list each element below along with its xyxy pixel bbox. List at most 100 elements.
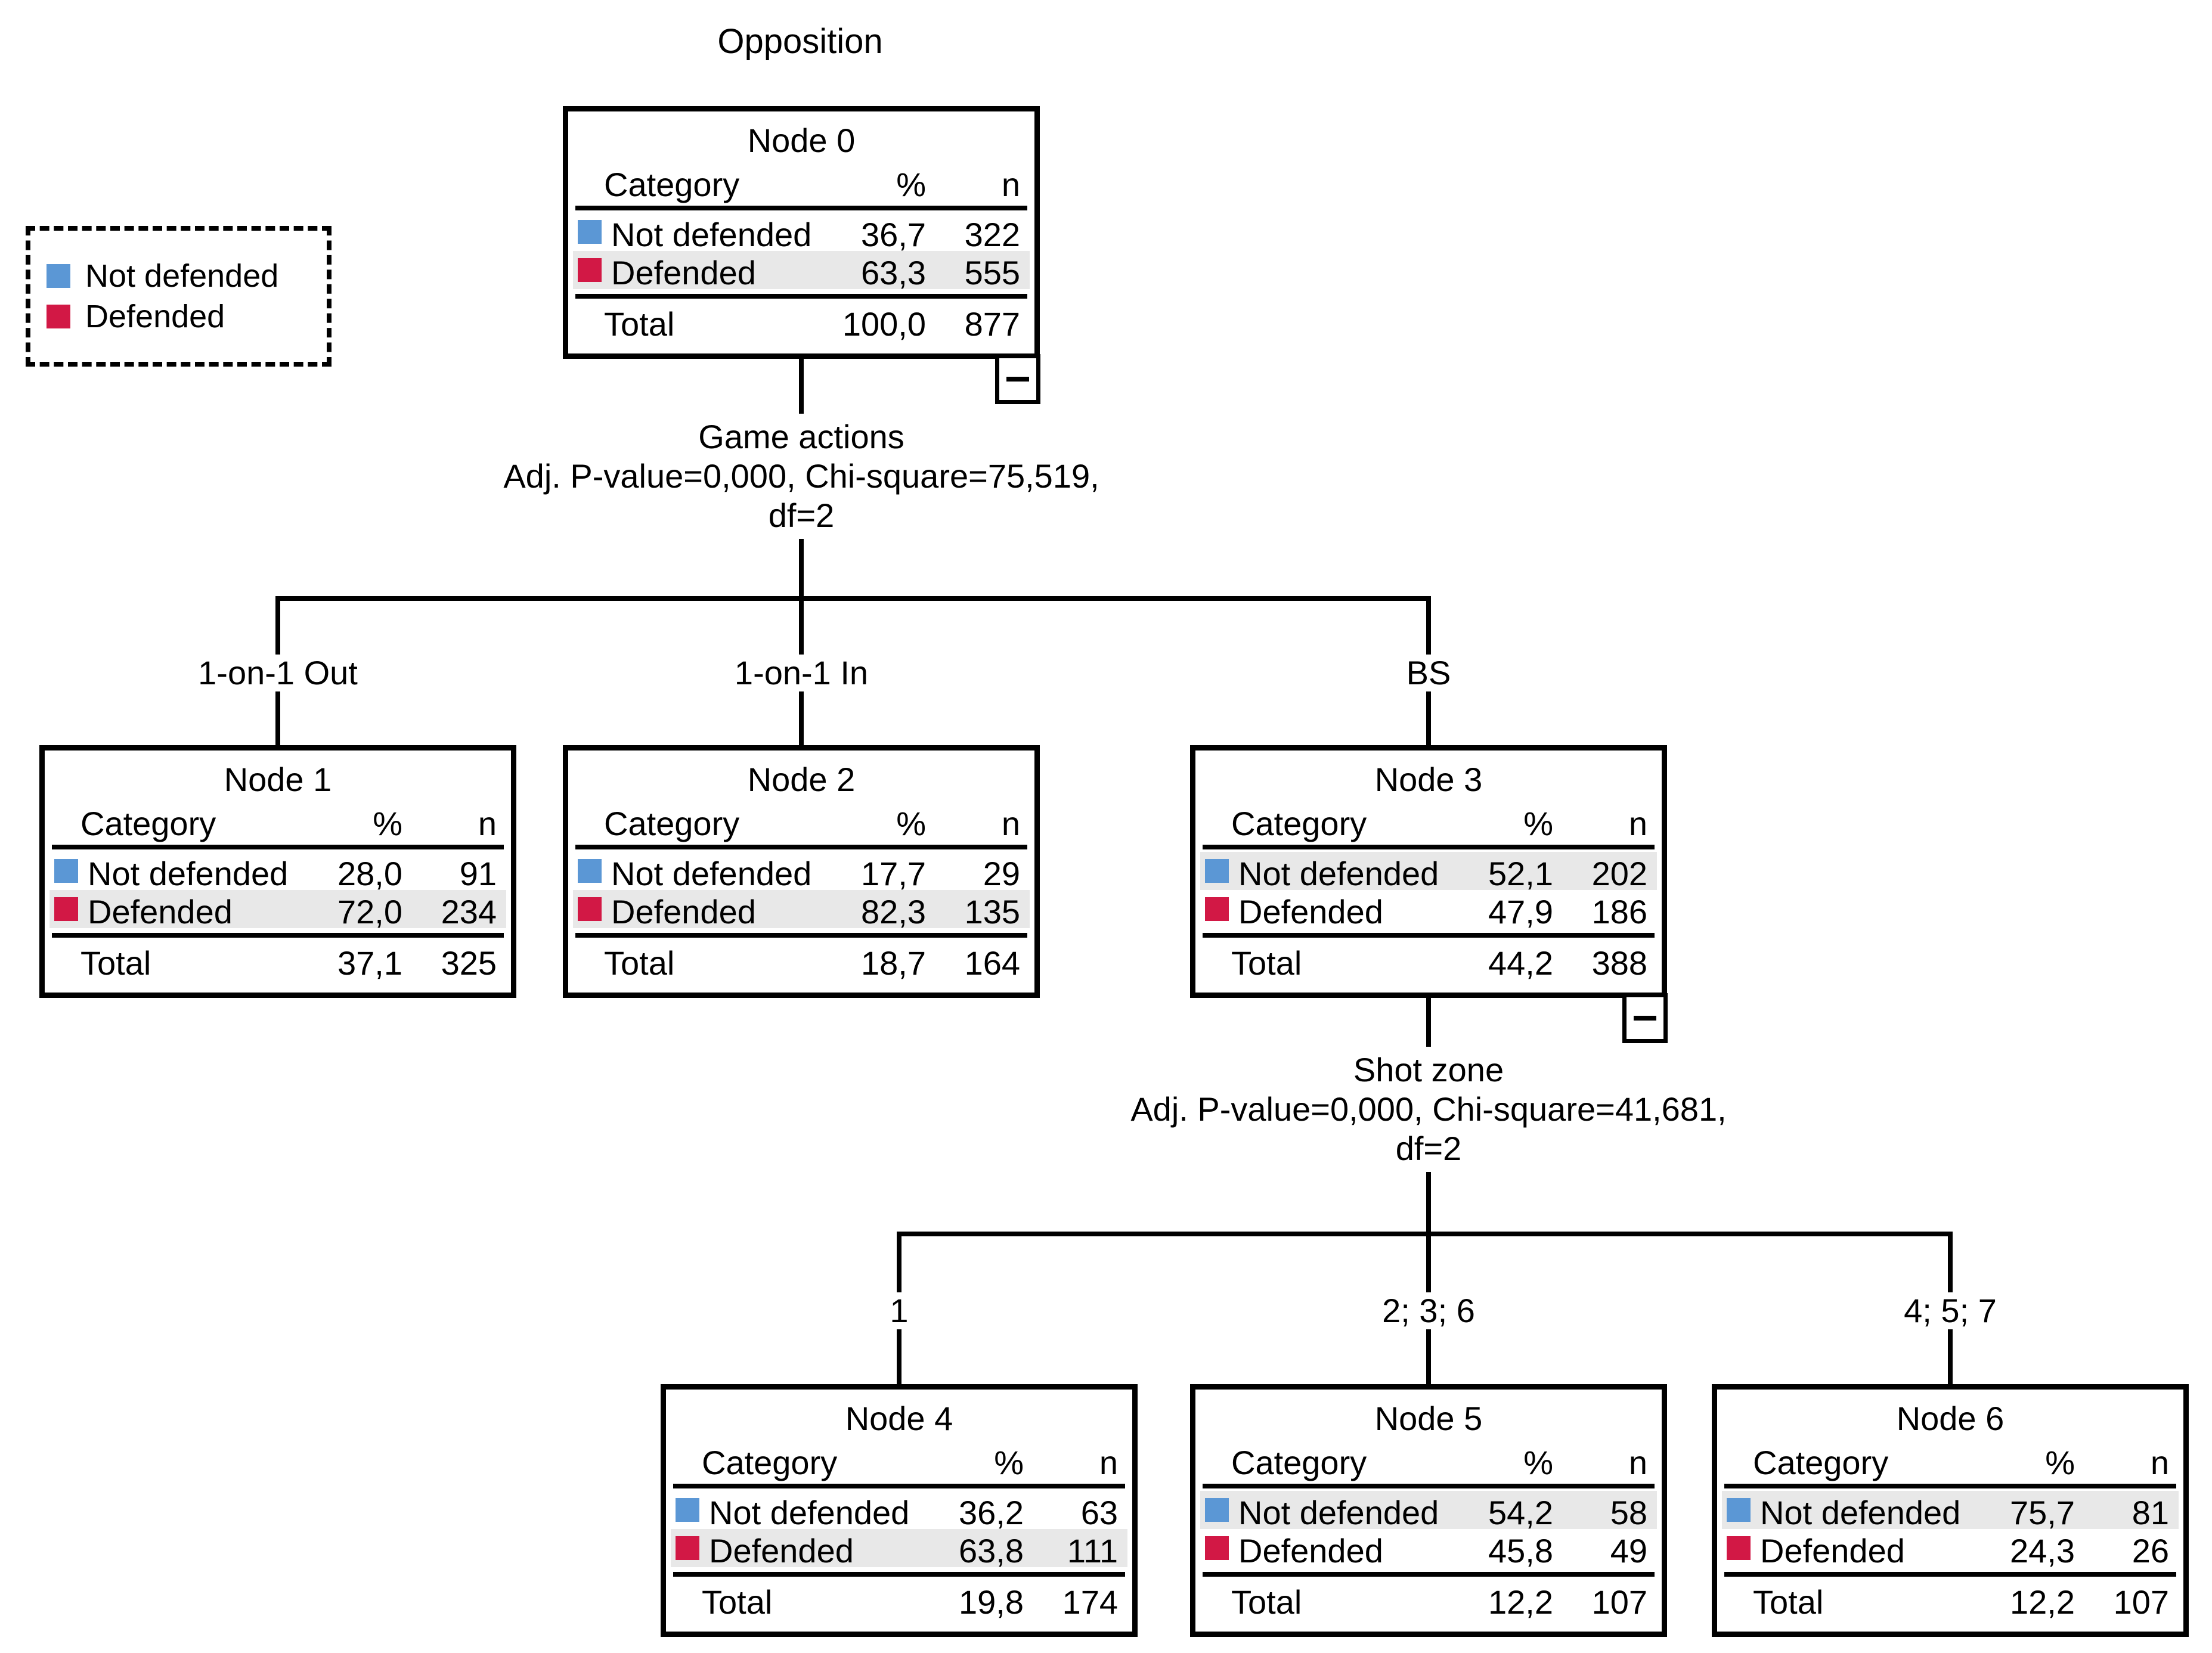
row-n: 49 <box>1610 1532 1647 1570</box>
row-n: 202 <box>1591 855 1647 892</box>
branch-label-zone-457: 4; 5; 7 <box>1894 1292 2006 1329</box>
row-n: 135 <box>964 893 1020 931</box>
row-n: 555 <box>964 254 1020 291</box>
tree-node-0: Node 0 Category % n Not defended 36,7 32… <box>563 106 1040 359</box>
highlight-band <box>573 251 1030 289</box>
row-n: 63 <box>1080 1494 1118 1531</box>
node-title: Node 4 <box>845 1400 953 1437</box>
row-percent: 28,0 <box>337 855 402 892</box>
page-title: Opposition <box>717 22 883 61</box>
category-swatch-not-defended <box>578 859 602 883</box>
total-rule <box>673 1572 1125 1577</box>
total-rule <box>1203 1572 1655 1577</box>
category-swatch-defended <box>578 258 602 282</box>
header-rule <box>1724 1484 2176 1488</box>
total-rule <box>1724 1572 2176 1577</box>
node-title: Node 0 <box>747 122 856 159</box>
split-variable: Shot zone <box>1353 1051 1504 1088</box>
collapse-button-node0[interactable] <box>995 354 1040 404</box>
column-header-percent: % <box>373 805 402 842</box>
split-annotation-game-actions: Game actions Adj. P-value=0,000, Chi-squ… <box>444 414 1159 539</box>
legend-label-defended: Defended <box>85 299 225 334</box>
node-title: Node 2 <box>747 761 856 798</box>
row-label: Defended <box>1238 1532 1383 1570</box>
header-rule <box>52 845 504 849</box>
highlight-band <box>49 890 506 928</box>
row-n: 322 <box>964 216 1020 253</box>
tree-node-3: Node 3 Category % n Not defended 52,1 20… <box>1190 745 1667 998</box>
split-df: df=2 <box>1395 1130 1462 1167</box>
row-percent: 72,0 <box>337 893 402 931</box>
total-percent: 12,2 <box>2010 1583 2075 1621</box>
column-header-n: n <box>1628 805 1647 842</box>
column-header-percent: % <box>896 166 926 203</box>
total-label: Total <box>1753 1583 1824 1621</box>
total-percent: 18,7 <box>861 944 926 982</box>
row-n: 81 <box>2132 1494 2169 1531</box>
column-header-percent: % <box>2045 1444 2075 1481</box>
legend-label-not-defended: Not defended <box>85 258 279 294</box>
row-n: 58 <box>1610 1494 1647 1531</box>
row-percent: 36,7 <box>861 216 926 253</box>
column-header-category: Category <box>1231 805 1367 842</box>
row-label: Defended <box>709 1532 854 1570</box>
column-header-percent: % <box>896 805 926 842</box>
category-swatch-not-defended <box>54 859 78 883</box>
node-title: Node 3 <box>1374 761 1483 798</box>
split-stats: Adj. P-value=0,000, Chi-square=41,681, <box>1130 1090 1727 1128</box>
highlight-band <box>1200 1491 1657 1529</box>
category-swatch-defended <box>54 897 78 921</box>
row-percent: 45,8 <box>1488 1532 1553 1570</box>
legend-swatch-defended <box>47 305 70 328</box>
branch-label-zone-236: 2; 3; 6 <box>1373 1292 1485 1329</box>
tree-node-5: Node 5 Category % n Not defended 54,2 58… <box>1190 1384 1667 1637</box>
node-title: Node 5 <box>1374 1400 1483 1437</box>
row-label: Not defended <box>611 216 812 253</box>
row-n: 26 <box>2132 1532 2169 1570</box>
split-variable: Game actions <box>698 418 904 455</box>
total-rule <box>52 933 504 938</box>
total-percent: 44,2 <box>1488 944 1553 982</box>
header-rule <box>575 845 1027 849</box>
total-percent: 12,2 <box>1488 1583 1553 1621</box>
column-header-category: Category <box>604 805 740 842</box>
highlight-band <box>1722 1491 2179 1529</box>
total-rule <box>1203 933 1655 938</box>
total-percent: 37,1 <box>337 944 402 982</box>
category-swatch-not-defended <box>1205 859 1229 883</box>
connector-rail-1 <box>275 596 1431 601</box>
minus-icon <box>1006 377 1029 382</box>
row-label: Defended <box>88 893 233 931</box>
split-annotation-shot-zone: Shot zone Adj. P-value=0,000, Chi-square… <box>1071 1047 1786 1172</box>
column-header-category: Category <box>80 805 216 842</box>
total-n: 325 <box>441 944 497 982</box>
row-n: 29 <box>983 855 1020 892</box>
total-percent: 100,0 <box>842 305 926 343</box>
row-percent: 63,8 <box>959 1532 1024 1570</box>
total-n: 107 <box>1591 1583 1647 1621</box>
row-percent: 17,7 <box>861 855 926 892</box>
category-swatch-not-defended <box>1727 1498 1751 1522</box>
collapse-button-node3[interactable] <box>1622 993 1668 1043</box>
row-label: Not defended <box>709 1494 910 1531</box>
row-n: 91 <box>459 855 497 892</box>
category-swatch-defended <box>1205 1536 1229 1560</box>
column-header-category: Category <box>604 166 740 203</box>
total-label: Total <box>1231 1583 1302 1621</box>
row-percent: 36,2 <box>959 1494 1024 1531</box>
branch-label-zone-1: 1 <box>880 1292 918 1329</box>
column-header-n: n <box>1001 166 1020 203</box>
tree-node-4: Node 4 Category % n Not defended 36,2 63… <box>661 1384 1138 1637</box>
row-percent: 82,3 <box>861 893 926 931</box>
total-label: Total <box>80 944 151 982</box>
category-swatch-not-defended <box>676 1498 699 1522</box>
category-swatch-not-defended <box>1205 1498 1229 1522</box>
column-header-category: Category <box>702 1444 838 1481</box>
header-rule <box>575 206 1027 210</box>
header-rule <box>1203 845 1655 849</box>
row-percent: 75,7 <box>2010 1494 2075 1531</box>
highlight-band <box>671 1529 1127 1567</box>
column-header-n: n <box>1099 1444 1118 1481</box>
connector-root-drop <box>799 356 804 745</box>
branch-label-1on1-out: 1-on-1 Out <box>188 655 367 691</box>
